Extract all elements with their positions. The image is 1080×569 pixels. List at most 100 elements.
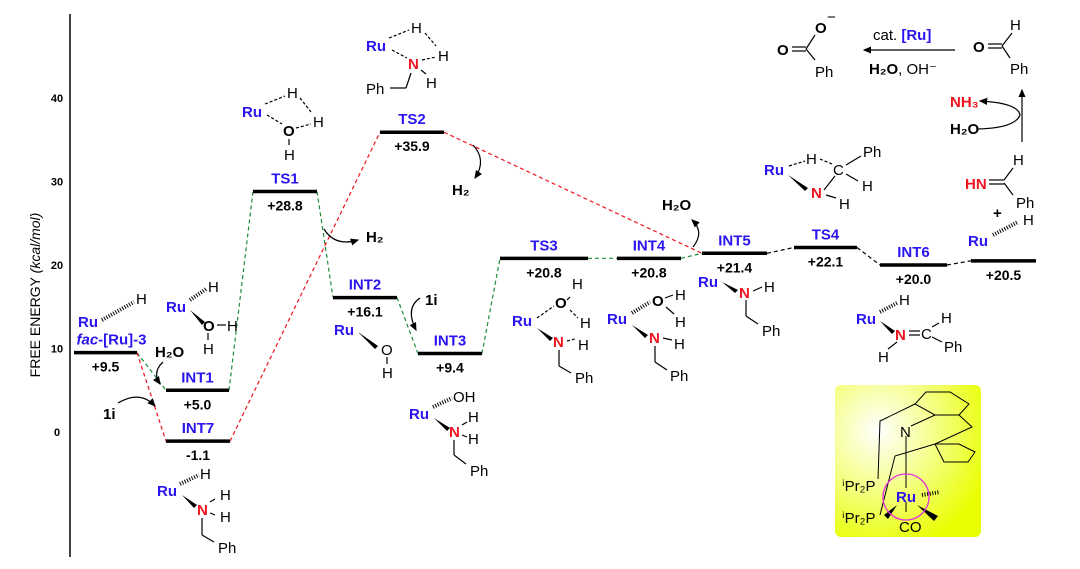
bond-line — [569, 309, 579, 319]
highlight-circle — [882, 473, 930, 521]
atom-label: H — [411, 20, 422, 37]
bond-line — [788, 160, 806, 167]
level-energy-value: +28.8 — [267, 198, 303, 214]
atom-label: H — [284, 147, 295, 164]
y-tick-label: 30 — [51, 177, 63, 189]
atom-label: Ph — [670, 368, 688, 385]
atom-label: H — [220, 509, 231, 526]
atom-label: N — [449, 424, 460, 441]
atom-label: Ph — [863, 144, 881, 161]
atom-label: H — [578, 337, 589, 354]
level-energy-value: +20.8 — [631, 264, 667, 280]
level-energy-value: -1.1 — [186, 447, 210, 463]
atom-label: H — [287, 85, 298, 102]
bond-line — [805, 34, 816, 50]
atom-label: H — [1013, 152, 1024, 169]
atom-label: O — [203, 318, 215, 335]
catalyst-p2: ⁱPr₂P — [842, 510, 876, 527]
path-connector-green — [396, 297, 419, 354]
h2o-label: H₂O — [662, 197, 691, 214]
atom-label: H — [878, 349, 889, 366]
bond-line — [558, 365, 572, 374]
bond-line — [745, 315, 759, 325]
bond-line — [421, 56, 437, 61]
atom-label: Ru — [764, 162, 784, 179]
bond-line — [461, 421, 468, 426]
bond-line — [1003, 182, 1014, 196]
bond-line — [537, 328, 553, 341]
structure-fac-ru-3: Ru H — [78, 291, 147, 331]
bond-line — [887, 341, 898, 350]
atom-label: H — [468, 431, 479, 448]
bond-line — [662, 337, 673, 341]
level-name: fac-[Ru]-3 — [76, 332, 146, 349]
bond-line — [1001, 45, 1011, 59]
atom-label: H — [1023, 212, 1034, 229]
atom-label: O — [652, 293, 664, 310]
y-axis-label: FREE ENERGY (kcal/mol) — [27, 213, 43, 378]
curved-arrow — [117, 396, 156, 407]
atom-label: O — [555, 295, 567, 312]
path-connector-black — [946, 260, 972, 266]
bond-line — [299, 97, 312, 113]
path-connector-black — [766, 246, 795, 254]
curved-arrow — [691, 219, 700, 248]
atom-label: OH — [453, 389, 476, 406]
bond-line — [880, 321, 895, 334]
catalyst-structure-box: N ⁱPr₂P ⁱPr₂P Ru CO — [835, 385, 981, 537]
level-energy-value: +35.9 — [394, 138, 430, 154]
bond-line — [461, 434, 468, 438]
atom-label: Ph — [762, 323, 780, 340]
atom-label: H — [227, 318, 238, 335]
bond-line — [420, 69, 427, 75]
bond-line — [992, 220, 1019, 237]
carboxylate-o: O — [815, 20, 827, 37]
atom-label: Ru — [698, 274, 718, 291]
atom-label: H — [764, 279, 775, 296]
level-name: TS4 — [812, 226, 840, 243]
level-name: INT7 — [182, 420, 215, 437]
curved-arrow — [323, 228, 360, 246]
y-tick-label: 0 — [54, 427, 60, 439]
bond-line — [884, 505, 897, 519]
path-connector-green — [136, 352, 167, 391]
level-name: INT6 — [897, 244, 930, 261]
atom-label: H — [899, 292, 910, 309]
level-name: INT1 — [181, 369, 214, 386]
atom-label: Ru — [856, 311, 876, 328]
structure-ts1: Ru H H O H — [242, 85, 324, 164]
bond-line — [188, 287, 208, 302]
level-energy-value: +20.8 — [526, 264, 562, 280]
atom-label: H — [862, 178, 873, 195]
bond-line — [879, 301, 898, 314]
atom-label: H — [806, 151, 817, 168]
aldehyde-o: O — [973, 39, 985, 56]
atom-label: H — [426, 75, 437, 92]
bond-line — [917, 505, 938, 521]
bond-line — [788, 175, 808, 191]
atom-label: Ru — [607, 311, 627, 328]
atom-label: Ru — [166, 299, 186, 316]
atom-label: Ru — [409, 406, 429, 423]
bond-line — [977, 97, 1021, 130]
h2o-label: H₂O — [155, 344, 184, 361]
atom-label: Ph — [366, 81, 384, 98]
atom-label: H — [839, 196, 850, 213]
bond-line — [566, 338, 576, 342]
structure-int6: Ru H N C H H Ph — [856, 292, 962, 366]
path-connector-green — [680, 252, 703, 259]
path-connector-red — [136, 352, 167, 442]
structure-int5: Ru N H Ph — [698, 274, 780, 340]
bond-line — [209, 498, 216, 503]
path-connector-red — [443, 131, 703, 254]
atom-label: Ph — [218, 540, 236, 557]
bond-line — [630, 300, 652, 315]
atom-label: H — [1010, 17, 1021, 34]
level-energy-value: +9.5 — [92, 359, 120, 375]
bond-line — [190, 310, 205, 325]
bond-line — [101, 300, 135, 322]
bond-line — [845, 155, 862, 166]
level-energy-value: +16.1 — [347, 304, 383, 320]
bond-line — [632, 325, 648, 338]
bond-line — [179, 473, 200, 486]
